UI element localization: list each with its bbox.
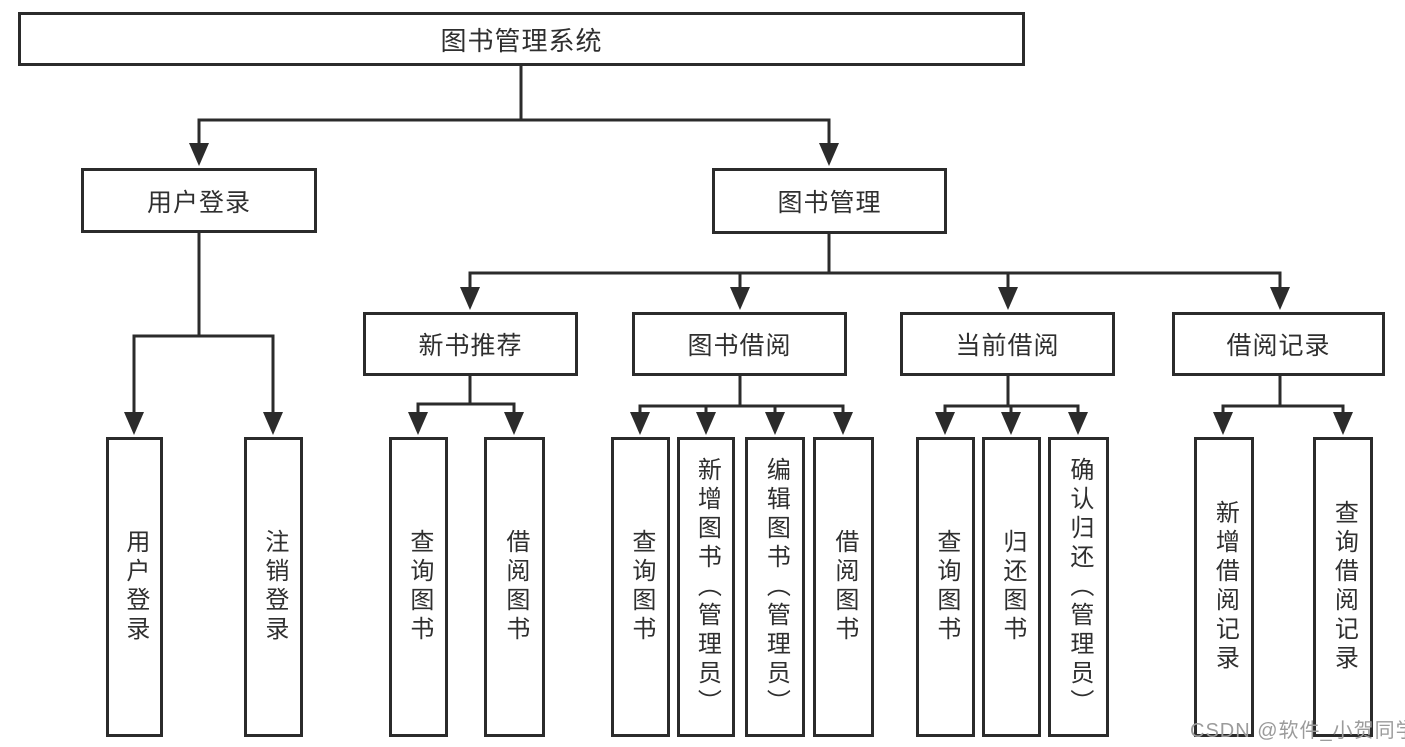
leaf-label: 用户登录 bbox=[121, 529, 149, 645]
leaf-confirm-return-admin: 确认归还（管理员） bbox=[1048, 437, 1109, 737]
leaf-borrow-books-borrowing: 借阅图书 bbox=[813, 437, 874, 737]
csdn-watermark: CSDN @软件_小贺同学 bbox=[1190, 720, 1405, 742]
leaf-query-books-recommend: 查询图书 bbox=[389, 437, 448, 737]
node-book-borrowing: 图书借阅 bbox=[632, 312, 847, 376]
leaf-label: 新增借阅记录 bbox=[1211, 500, 1239, 674]
leaf-logout-login: 注销登录 bbox=[244, 437, 303, 737]
leaf-label: 查询图书 bbox=[932, 529, 960, 645]
node-label: 图书借阅 bbox=[687, 332, 792, 360]
leaf-label: 新增图书（管理员） bbox=[693, 456, 721, 718]
node-book-management: 图书管理 bbox=[712, 168, 947, 234]
leaf-label: 借阅图书 bbox=[501, 529, 529, 645]
leaf-query-books-current: 查询图书 bbox=[916, 437, 975, 737]
leaf-query-borrow-record: 查询借阅记录 bbox=[1313, 437, 1373, 737]
node-user-login: 用户登录 bbox=[81, 168, 317, 233]
node-borrowing-records: 借阅记录 bbox=[1172, 312, 1385, 376]
leaf-label: 编辑图书（管理员） bbox=[762, 456, 790, 718]
leaf-edit-book-admin: 编辑图书（管理员） bbox=[745, 437, 805, 737]
leaf-label: 查询图书 bbox=[627, 529, 655, 645]
node-label: 用户登录 bbox=[146, 188, 251, 217]
leaf-label: 注销登录 bbox=[260, 529, 288, 645]
leaf-label: 归还图书 bbox=[998, 529, 1026, 645]
node-library-management-system: 图书管理系统 bbox=[18, 12, 1025, 66]
leaf-add-book-admin: 新增图书（管理员） bbox=[677, 437, 735, 737]
leaf-label: 查询借阅记录 bbox=[1330, 500, 1358, 674]
node-label: 借阅记录 bbox=[1226, 332, 1331, 360]
arrowheads bbox=[124, 143, 1353, 435]
node-label: 图书管理 bbox=[777, 189, 882, 217]
leaf-add-borrow-record: 新增借阅记录 bbox=[1194, 437, 1254, 737]
leaf-return-books: 归还图书 bbox=[982, 437, 1041, 737]
leaf-label: 借阅图书 bbox=[830, 529, 858, 645]
node-label: 图书管理系统 bbox=[440, 25, 603, 56]
leaf-label: 查询图书 bbox=[405, 529, 433, 645]
node-label: 新书推荐 bbox=[418, 332, 523, 360]
leaf-label: 确认归还（管理员） bbox=[1065, 456, 1093, 718]
node-current-borrowing: 当前借阅 bbox=[900, 312, 1115, 376]
node-label: 当前借阅 bbox=[955, 332, 1060, 360]
leaf-borrow-books-recommend: 借阅图书 bbox=[484, 437, 545, 737]
leaf-user-login: 用户登录 bbox=[106, 437, 163, 737]
node-new-book-recommendation: 新书推荐 bbox=[363, 312, 578, 376]
leaf-query-books-borrowing: 查询图书 bbox=[611, 437, 670, 737]
